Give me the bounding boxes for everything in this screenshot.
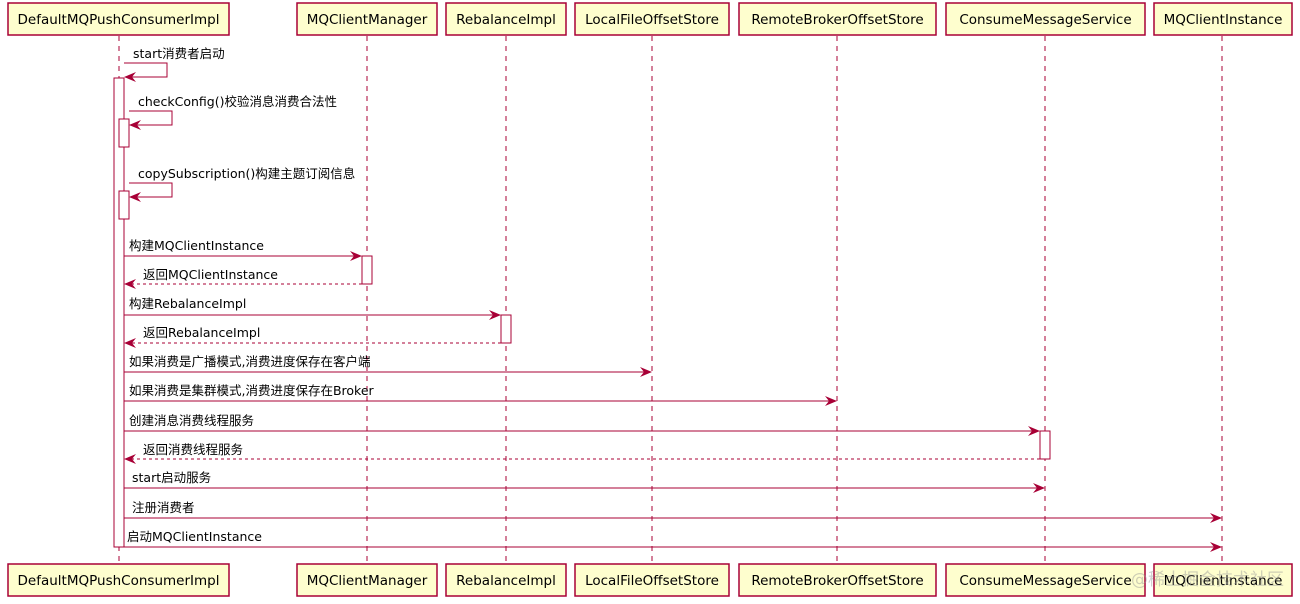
message-start-mq-client-instance: 启动MQClientInstance — [124, 529, 1222, 552]
participant-default-mq-push-consumer-impl-bottom: DefaultMQPushConsumerImpl — [7, 563, 230, 597]
activation-consumer-main — [113, 77, 125, 548]
participant-mq-client-manager: MQClientManager — [296, 2, 438, 36]
participant-local-file-offset-store-bottom: LocalFileOffsetStore — [574, 563, 730, 597]
participant-label: ConsumeMessageService — [959, 12, 1131, 28]
participants-bottom: DefaultMQPushConsumerImpl MQClientManage… — [7, 563, 1293, 597]
message-label: 构建RebalanceImpl — [129, 296, 246, 311]
participant-label: RebalanceImpl — [456, 12, 556, 28]
message-label: 返回MQClientInstance — [143, 267, 278, 282]
participant-label: RemoteBrokerOffsetStore — [751, 12, 923, 28]
message-create-consume-service: 创建消息消费线程服务 — [124, 413, 1040, 436]
activation-consumer-checkconfig — [118, 118, 130, 148]
message-label: 返回RebalanceImpl — [143, 325, 260, 340]
message-check-config: checkConfig()校验消息消费合法性 — [129, 94, 337, 130]
message-copy-subscription: copySubscription()构建主题订阅信息 — [129, 166, 355, 202]
participant-label: MQClientInstance — [1164, 12, 1283, 28]
message-start-consumer: start消费者启动 — [124, 46, 225, 82]
message-label: 启动MQClientInstance — [127, 529, 262, 544]
activation-consume-message-service — [1039, 430, 1051, 460]
message-label: 注册消费者 — [132, 500, 195, 515]
participant-label: DefaultMQPushConsumerImpl — [18, 573, 220, 589]
message-label: checkConfig()校验消息消费合法性 — [138, 94, 337, 109]
message-return-consume-service: 返回消费线程服务 — [124, 442, 1040, 464]
participant-label: DefaultMQPushConsumerImpl — [18, 12, 220, 28]
message-label: 如果消费是广播模式,消费进度保存在客户端 — [129, 354, 370, 369]
participant-mq-client-instance: MQClientInstance — [1153, 2, 1293, 36]
participant-local-file-offset-store: LocalFileOffsetStore — [574, 2, 730, 36]
message-label: 创建消息消费线程服务 — [129, 413, 254, 428]
message-broadcast-mode: 如果消费是广播模式,消费进度保存在客户端 — [124, 354, 652, 377]
participant-remote-broker-offset-store: RemoteBrokerOffsetStore — [738, 2, 937, 36]
message-label: 返回消费线程服务 — [143, 442, 243, 457]
participant-rebalance-impl-bottom: RebalanceImpl — [445, 563, 567, 597]
participant-default-mq-push-consumer-impl: DefaultMQPushConsumerImpl — [7, 2, 230, 36]
participant-label: LocalFileOffsetStore — [585, 12, 719, 28]
activation-mq-client-manager — [361, 255, 373, 285]
participant-label: RebalanceImpl — [456, 573, 556, 589]
messages: start消费者启动 checkConfig()校验消息消费合法性 copySu… — [124, 46, 1222, 552]
participant-consume-message-service: ConsumeMessageService — [945, 2, 1146, 36]
lifelines — [118, 36, 1223, 566]
participant-label: MQClientManager — [307, 573, 428, 589]
message-build-mq-client-instance: 构建MQClientInstance — [124, 238, 362, 261]
message-cluster-mode: 如果消费是集群模式,消费进度保存在Broker — [124, 383, 837, 406]
participant-label: MQClientInstance — [1164, 573, 1283, 589]
participant-remote-broker-offset-store-bottom: RemoteBrokerOffsetStore — [738, 563, 937, 597]
activation-bars — [113, 77, 1051, 548]
participant-label: ConsumeMessageService — [959, 573, 1131, 589]
message-register-consumer: 注册消费者 — [124, 500, 1222, 523]
message-label: copySubscription()构建主题订阅信息 — [138, 166, 355, 181]
watermark: @稀土掘金技术社区 — [1131, 570, 1284, 590]
message-label: 构建MQClientInstance — [129, 238, 264, 253]
participants-top: DefaultMQPushConsumerImpl MQClientManage… — [7, 2, 1293, 36]
message-label: start启动服务 — [132, 470, 211, 485]
activation-consumer-copysubscription — [118, 190, 130, 220]
message-label: 如果消费是集群模式,消费进度保存在Broker — [129, 383, 375, 398]
message-return-mq-client-instance: 返回MQClientInstance — [124, 267, 362, 289]
message-build-rebalance-impl: 构建RebalanceImpl — [124, 296, 501, 320]
participant-label: MQClientManager — [307, 12, 428, 28]
participant-rebalance-impl: RebalanceImpl — [445, 2, 567, 36]
participant-label: LocalFileOffsetStore — [585, 573, 719, 589]
message-return-rebalance-impl: 返回RebalanceImpl — [124, 325, 501, 348]
participant-consume-message-service-bottom: ConsumeMessageService — [945, 563, 1146, 597]
participant-label: RemoteBrokerOffsetStore — [751, 573, 923, 589]
activation-rebalance-impl — [500, 314, 512, 344]
participant-mq-client-manager-bottom: MQClientManager — [296, 563, 438, 597]
participant-mq-client-instance-bottom: MQClientInstance — [1153, 563, 1293, 597]
message-label: start消费者启动 — [133, 46, 225, 61]
message-start-service: start启动服务 — [124, 470, 1045, 493]
